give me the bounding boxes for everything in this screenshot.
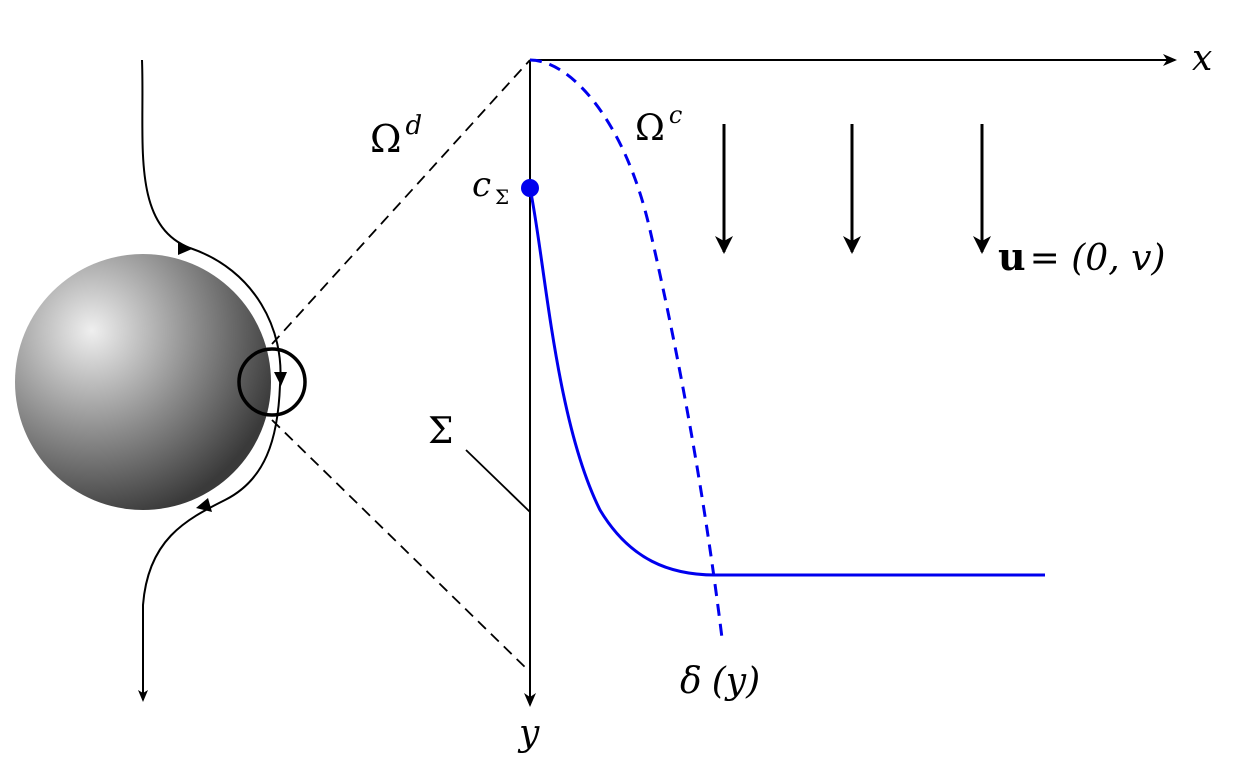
streamline-arrow-3 bbox=[196, 498, 212, 512]
sigma-label: Σ bbox=[428, 411, 453, 452]
streamline-arrow-2 bbox=[274, 372, 287, 386]
zoom-circle bbox=[237, 347, 307, 417]
streamline-arrow-1 bbox=[178, 241, 192, 255]
x-axis-label: x bbox=[1192, 38, 1212, 79]
sphere bbox=[15, 254, 271, 510]
delta-curve bbox=[529, 58, 724, 639]
c-sigma-label: c Σ bbox=[472, 165, 509, 209]
velocity-label: u = (0, v) bbox=[998, 234, 1165, 279]
zoom-line-top bbox=[271, 59, 531, 345]
concentration-curve bbox=[528, 187, 1045, 577]
delta-label: δ (y) bbox=[680, 661, 760, 702]
zoom-line-bottom bbox=[271, 419, 531, 673]
y-axis-label: y bbox=[517, 713, 540, 754]
omega-d-label: Ω d bbox=[370, 111, 422, 161]
c-sigma-dot bbox=[521, 179, 539, 197]
sigma-pointer bbox=[465, 449, 531, 513]
omega-c-label: Ω c bbox=[635, 101, 682, 149]
